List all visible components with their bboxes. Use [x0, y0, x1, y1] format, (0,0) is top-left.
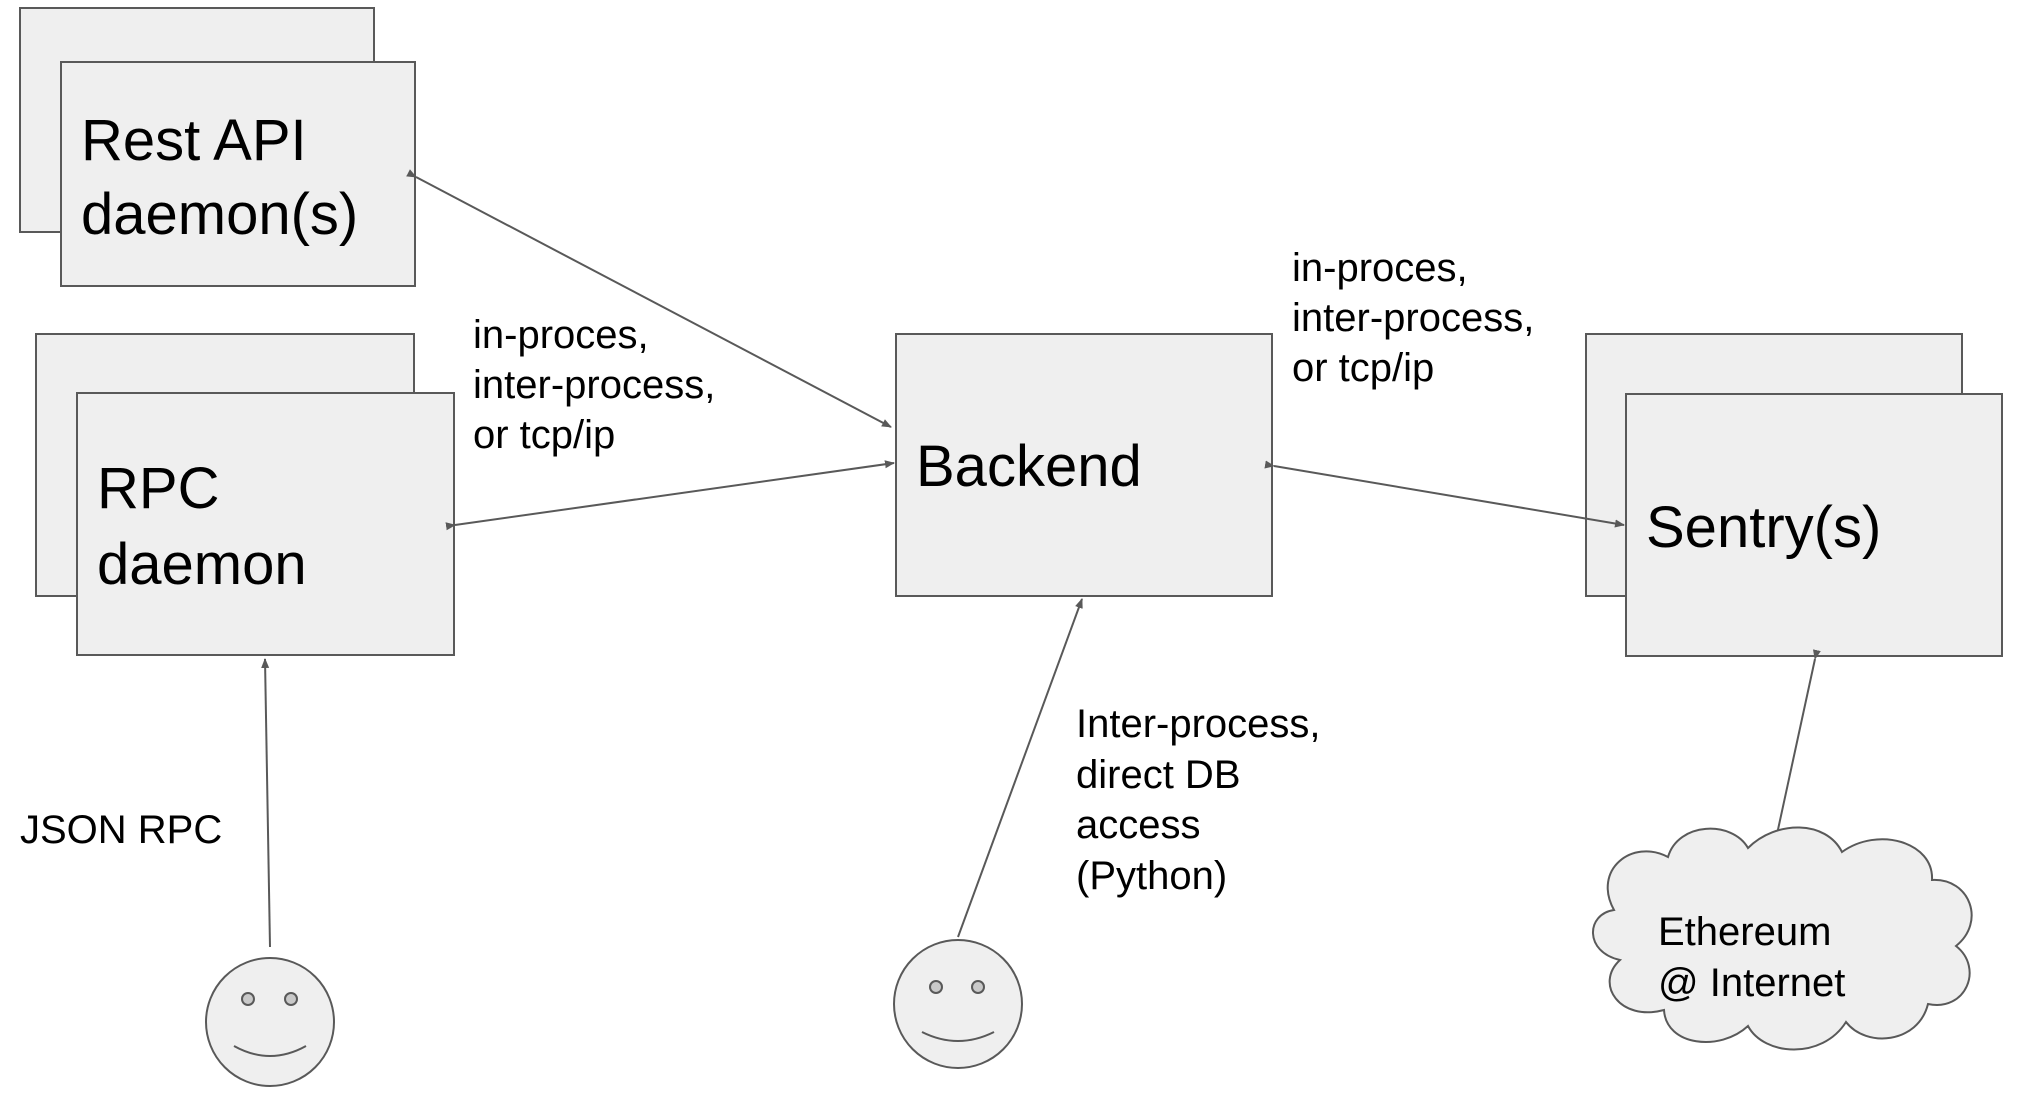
rpc-front-box: [76, 392, 455, 656]
python-conn-line4: (Python): [1076, 854, 1227, 898]
rest-api-label-line1: Rest API: [81, 108, 307, 173]
backend-node: Backend: [895, 333, 1273, 597]
backend-box: [895, 333, 1273, 597]
cloud-icon: Ethereum @ Internet: [1592, 826, 1973, 1051]
json-rpc-label: JSON RPC: [20, 808, 222, 852]
left-conn-line1: in-proces,: [473, 313, 649, 357]
rpc-label-line1: RPC: [97, 456, 219, 521]
sentry-front-box: [1625, 393, 2003, 657]
sentry-internet-connector: [1771, 649, 1821, 849]
left-conn-line2: inter-process,: [473, 363, 715, 407]
rpc-backend-connector: [445, 460, 895, 531]
python-conn-line3: access: [1076, 803, 1201, 847]
user-rpc-connector: [261, 658, 271, 948]
right-conn-line3: or tcp/ip: [1292, 346, 1434, 390]
internet-label-line2: @ Internet: [1658, 961, 1845, 1005]
user-face-icon: [893, 939, 1023, 1069]
rest-api-front-box: [60, 61, 416, 287]
backend-label: Backend: [916, 434, 1142, 499]
rpc-daemon-node: RPC daemon: [35, 333, 455, 656]
right-connection-label: in-proces, inter-process, or tcp/ip: [1292, 246, 1534, 390]
user-backend-connector: [957, 598, 1083, 938]
sentry-label: Sentry(s): [1646, 495, 1881, 560]
rest-api-label-line2: daemon(s): [81, 182, 358, 247]
right-conn-line1: in-proces,: [1292, 246, 1468, 290]
right-conn-line2: inter-process,: [1292, 296, 1534, 340]
rest-api-backend-connector: [406, 169, 892, 428]
python-conn-line1: Inter-process,: [1076, 702, 1321, 746]
internet-label-line1: Ethereum: [1658, 910, 1831, 954]
rpc-label-line2: daemon: [97, 532, 307, 597]
user-face-icon: [205, 957, 335, 1087]
rest-api-node: Rest API daemon(s): [19, 7, 416, 287]
left-connection-label: in-proces, inter-process, or tcp/ip: [473, 313, 715, 457]
sentry-node: Sentry(s): [1585, 333, 2003, 657]
python-conn-line2: direct DB: [1076, 753, 1241, 797]
backend-sentry-connector: [1264, 460, 1625, 528]
python-connection-label: Inter-process, direct DB access (Python): [1076, 702, 1321, 898]
left-conn-line3: or tcp/ip: [473, 413, 615, 457]
